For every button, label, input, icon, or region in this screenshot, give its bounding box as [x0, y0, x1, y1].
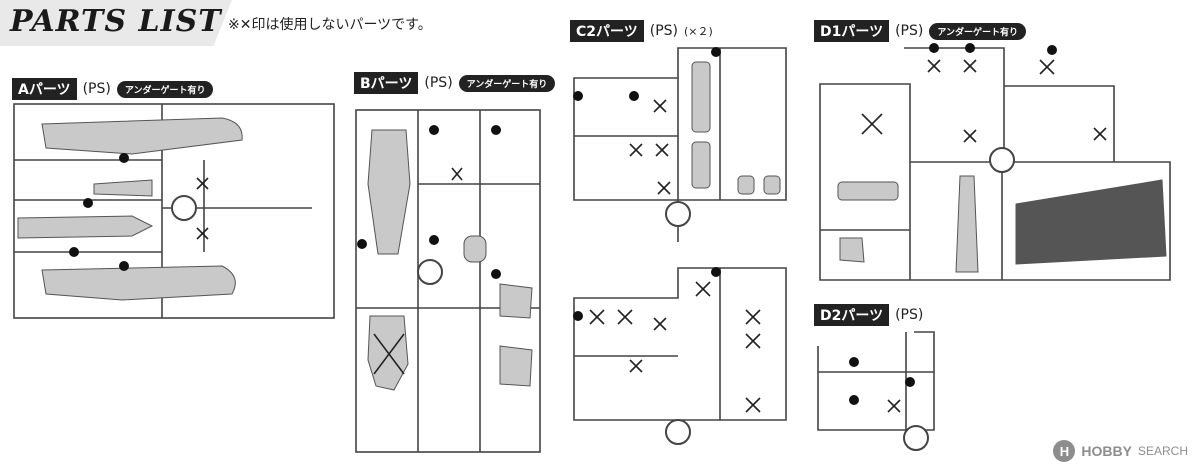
sprue-d1-badge: アンダーゲート有り	[929, 22, 1026, 40]
sprue-c2-material: (PS)	[649, 23, 679, 39]
sprue-c2-header: C2パーツ (PS) (×２)	[570, 20, 713, 42]
hobby-search-logo-icon: H	[1053, 440, 1076, 462]
sprue-d2-material: (PS)	[895, 307, 924, 323]
sprue-d1-header: D1パーツ (PS) アンダーゲート有り	[814, 20, 1026, 42]
sprue-d2-diagram	[814, 326, 944, 458]
watermark-brand: HOBBY	[1081, 443, 1132, 459]
hobby-search-watermark: H HOBBY SEARCH	[1053, 440, 1188, 462]
sprue-b-diagram	[354, 94, 544, 456]
page-title: PARTS LIST	[10, 4, 222, 39]
sprue-c2-label: C2パーツ	[570, 20, 644, 42]
sprue-c2-diagram-top	[570, 42, 790, 246]
sprue-a-material: (PS)	[82, 81, 111, 97]
sprue-c2-quantity: (×２)	[684, 25, 713, 38]
sprue-a-badge: アンダーゲート有り	[116, 80, 214, 98]
sprue-a-diagram	[12, 100, 338, 322]
watermark-suffix: SEARCH	[1137, 444, 1188, 458]
sprue-d2-header: D2パーツ (PS)	[814, 304, 923, 326]
sprue-b-header: Bパーツ (PS) アンダーゲート有り	[354, 72, 556, 94]
sprue-a-label: Aパーツ	[12, 78, 77, 100]
sprue-d2-label: D2パーツ	[814, 304, 890, 326]
sprue-b-material: (PS)	[424, 75, 453, 91]
sprue-c2-diagram-bottom	[570, 262, 790, 458]
sprue-b-label: Bパーツ	[354, 72, 419, 94]
title-banner	[0, 0, 232, 46]
sprue-d1-diagram	[814, 42, 1184, 286]
unused-parts-note: ※✕印は使用しないパーツです。	[228, 17, 432, 33]
sprue-d1-material: (PS)	[895, 23, 924, 39]
sprue-b-badge: アンダーゲート有り	[458, 74, 556, 92]
sprue-d1-label: D1パーツ	[814, 20, 890, 42]
sprue-a-header: Aパーツ (PS) アンダーゲート有り	[12, 78, 214, 100]
